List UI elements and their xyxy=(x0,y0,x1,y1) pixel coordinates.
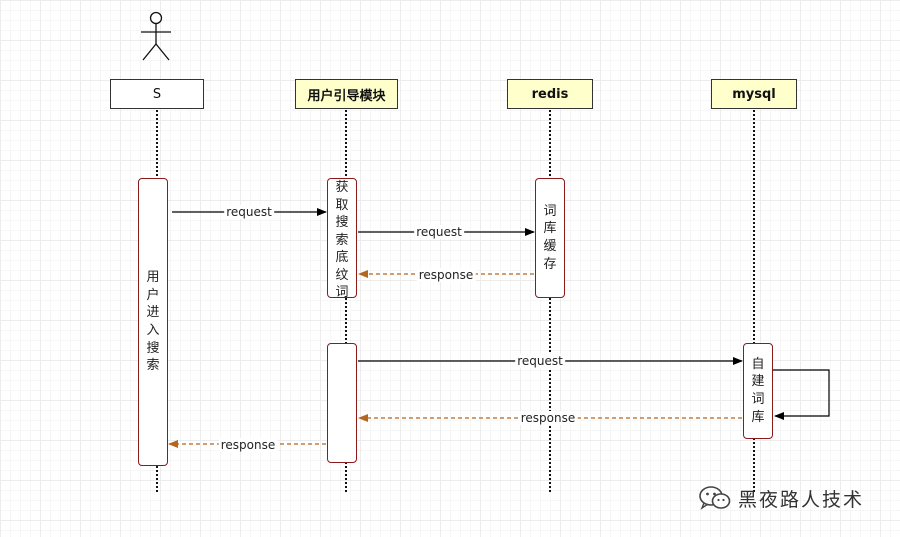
activation-guide-second[interactable] xyxy=(327,343,357,463)
participant-guide[interactable]: 用户引导模块 xyxy=(295,79,398,109)
participant-guide-label: 用户引导模块 xyxy=(307,88,386,104)
participant-redis-label: redis xyxy=(531,86,569,102)
participant-mysql-label: mysql xyxy=(732,86,776,102)
message-label-2: request xyxy=(414,225,464,239)
participant-redis[interactable]: redis xyxy=(507,79,593,109)
lifeline-redis xyxy=(549,110,551,492)
watermark-text: 黑夜路人技术 xyxy=(738,488,865,511)
actor-figure xyxy=(141,11,171,61)
message-label-3: response xyxy=(416,268,476,282)
activation-dict-cache-label: 词库缓存 xyxy=(543,203,557,272)
message-label-5: response xyxy=(518,411,578,425)
message-label-1: request xyxy=(224,205,274,219)
activation-build-dict-label: 自建词库 xyxy=(751,356,765,425)
message-label-4: request xyxy=(515,354,565,368)
participant-actor[interactable]: S xyxy=(110,79,204,109)
activation-fetch-dict[interactable]: 获取搜索底纹词库 xyxy=(327,178,357,298)
participant-mysql[interactable]: mysql xyxy=(711,79,797,109)
lifeline-mysql xyxy=(753,110,755,492)
activation-fetch-dict-label: 获取搜索底纹词库 xyxy=(335,180,349,298)
watermark: 黑夜路人技术 xyxy=(698,483,864,513)
activation-user-search-label: 用户进入搜索 xyxy=(146,270,160,374)
wechat-icon xyxy=(699,486,731,510)
activation-build-dict[interactable]: 自建词库 xyxy=(743,343,773,439)
lifeline-guide xyxy=(345,110,347,492)
message-label-6: response xyxy=(218,438,278,452)
participant-actor-label: S xyxy=(152,86,162,102)
activation-user-search[interactable]: 用户进入搜索 xyxy=(138,178,168,466)
activation-dict-cache[interactable]: 词库缓存 xyxy=(535,178,565,298)
arrow-self-call[interactable] xyxy=(773,369,830,420)
